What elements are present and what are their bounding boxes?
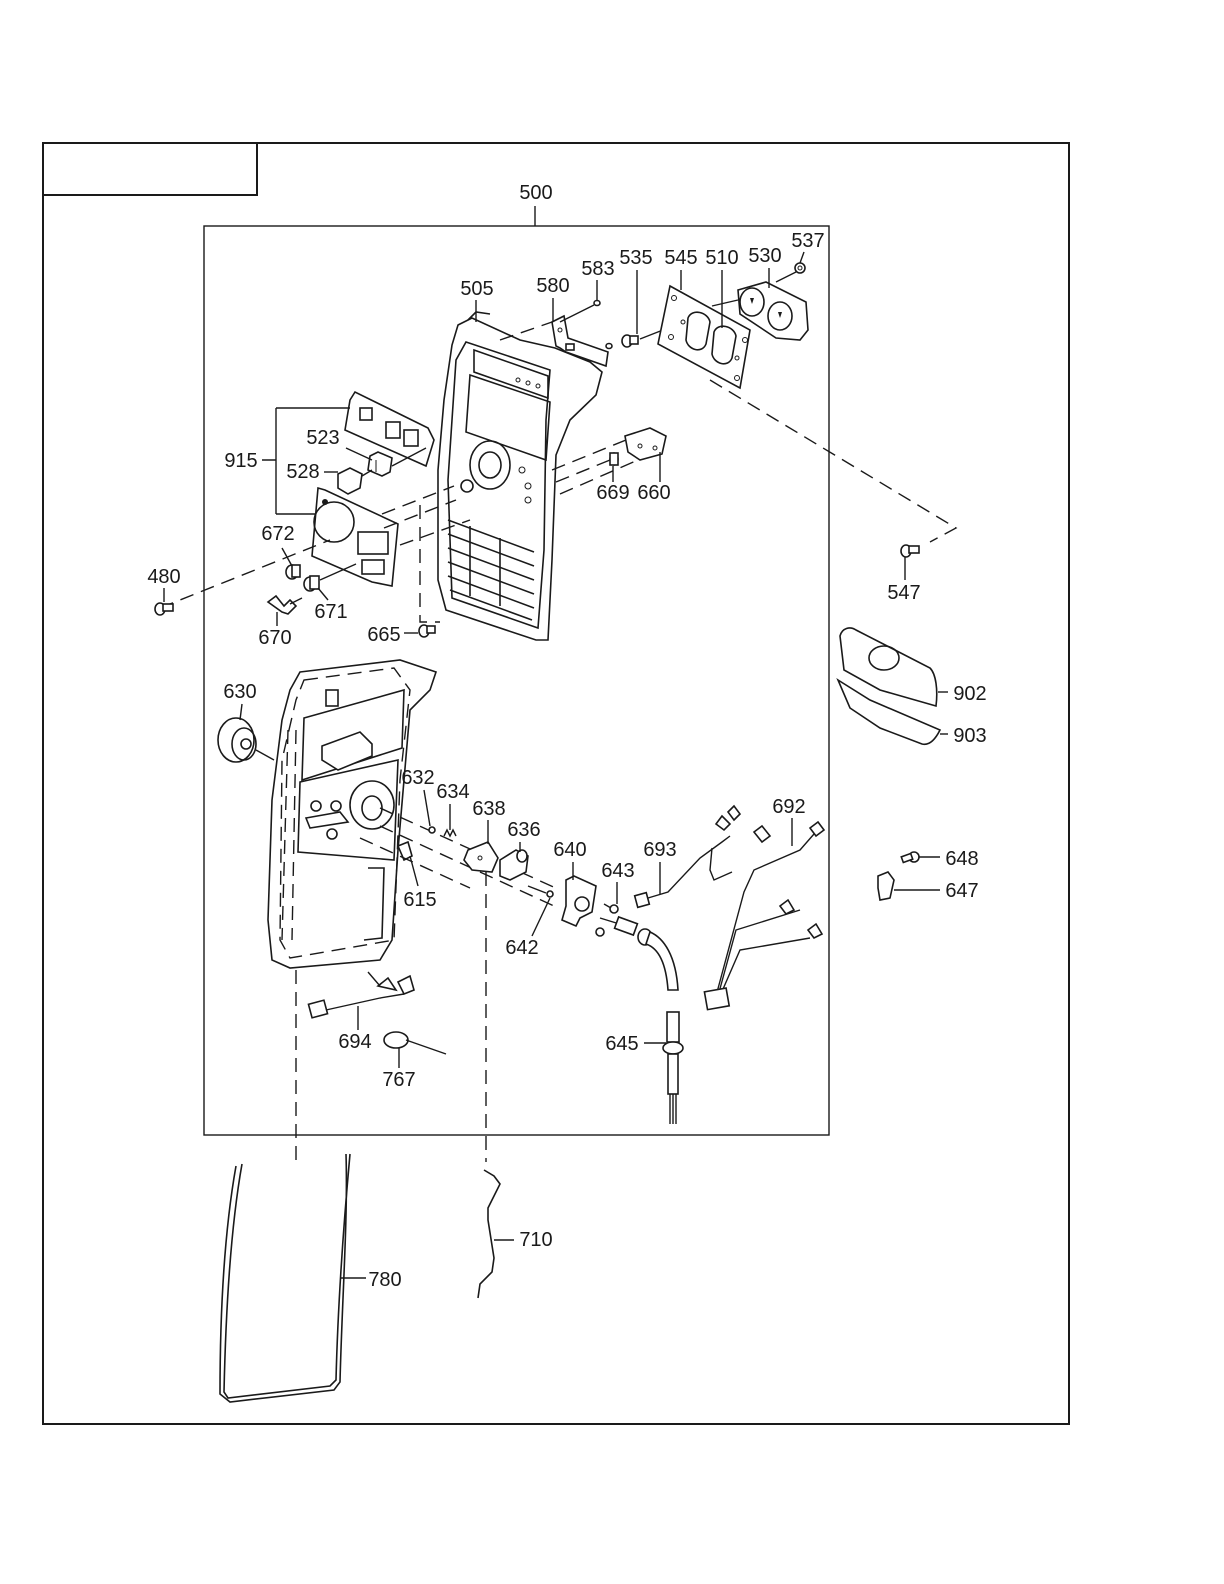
part-645-cable[interactable] [599, 915, 684, 1124]
part-label-903: 903 [953, 725, 986, 747]
part-767-cable-tie[interactable] [383, 1031, 447, 1055]
part-label-537: 537 [791, 230, 824, 252]
part-528-switch-cover[interactable] [337, 467, 363, 495]
part-label-710: 710 [519, 1229, 552, 1251]
part-670-fuel-valve-lever[interactable] [266, 594, 303, 615]
part-label-545: 545 [664, 247, 697, 269]
part-label-632: 632 [401, 767, 434, 789]
part-label-645: 645 [605, 1033, 638, 1055]
part-label-643: 643 [601, 860, 634, 882]
part-545-receptacle-plate[interactable] [657, 284, 751, 390]
part-label-505: 505 [460, 278, 493, 300]
part-label-767: 767 [382, 1069, 415, 1091]
part-label-500: 500 [519, 182, 552, 204]
part-label-535: 535 [619, 247, 652, 269]
part-523-switch[interactable] [367, 451, 393, 477]
part-label-780: 780 [368, 1269, 401, 1291]
part-label-523: 523 [306, 427, 339, 449]
part-671-knob[interactable] [303, 575, 320, 592]
part-547-screw[interactable] [900, 544, 920, 558]
part-label-638: 638 [472, 798, 505, 820]
part-label-670: 670 [258, 627, 291, 649]
part-label-660: 660 [637, 482, 670, 504]
inner-latch-mechanism [304, 780, 395, 840]
assembly-group-box [203, 225, 830, 1136]
part-643-screw[interactable] [595, 903, 619, 937]
part-label-630: 630 [223, 681, 256, 703]
part-634-spring[interactable] [443, 828, 457, 838]
part-693-wire-harness[interactable] [633, 804, 742, 909]
part-label-692: 692 [772, 796, 805, 818]
part-642-screw[interactable] [527, 885, 554, 898]
part-535-screw[interactable] [621, 334, 639, 348]
title-box [42, 142, 258, 196]
part-638-holder[interactable] [463, 841, 499, 873]
part-660-bracket[interactable] [624, 427, 667, 461]
part-915-decal-set[interactable] [311, 390, 435, 587]
part-665-screw[interactable] [418, 624, 436, 638]
part-label-510: 510 [705, 247, 738, 269]
part-902-decal[interactable] [839, 627, 938, 708]
part-label-615: 615 [403, 889, 436, 911]
part-label-530: 530 [748, 245, 781, 267]
part-label-642: 642 [505, 937, 538, 959]
part-480-screw[interactable] [154, 602, 174, 616]
part-672-knob[interactable] [285, 564, 301, 580]
part-label-694: 694 [338, 1031, 371, 1053]
part-510-receptacle-cutouts [685, 311, 737, 365]
part-710-rod[interactable] [477, 1169, 501, 1299]
part-label-902: 902 [953, 683, 986, 705]
part-583-screw[interactable] [593, 299, 601, 307]
part-903-decal[interactable] [836, 677, 942, 746]
part-label-672: 672 [261, 523, 294, 545]
part-label-528: 528 [286, 461, 319, 483]
part-615-clip[interactable] [396, 840, 413, 862]
part-label-647: 647 [945, 880, 978, 902]
part-694-wire-lead[interactable] [307, 971, 415, 1019]
part-label-665: 665 [367, 624, 400, 646]
rear-cover-housing [267, 659, 438, 969]
part-label-634: 634 [436, 781, 469, 803]
outer-frame [42, 142, 1070, 1425]
part-647-clamp[interactable] [877, 871, 895, 901]
part-label-693: 693 [643, 839, 676, 861]
part-580-bracket[interactable] [551, 314, 609, 368]
part-636-collar[interactable] [499, 849, 529, 881]
part-505-front-panel[interactable] [437, 311, 603, 641]
part-label-547: 547 [887, 582, 920, 604]
part-label-671: 671 [314, 601, 347, 623]
part-537-nut[interactable] [794, 262, 806, 274]
part-label-583: 583 [581, 258, 614, 280]
part-648-screw[interactable] [900, 851, 920, 864]
part-label-915: 915 [224, 450, 257, 472]
part-780-seal-strip[interactable] [219, 1153, 351, 1403]
part-669-spacer[interactable] [609, 452, 619, 466]
part-label-640: 640 [553, 839, 586, 861]
part-label-669: 669 [596, 482, 629, 504]
part-label-648: 648 [945, 848, 978, 870]
part-label-480: 480 [147, 566, 180, 588]
part-632-ball[interactable] [428, 826, 436, 834]
part-label-636: 636 [507, 819, 540, 841]
part-label-580: 580 [536, 275, 569, 297]
part-530-duplex-receptacle[interactable] [737, 281, 809, 341]
part-692-wire-harness[interactable] [703, 820, 826, 1011]
part-640-bracket[interactable] [561, 875, 597, 928]
part-630-cap[interactable] [217, 717, 257, 763]
